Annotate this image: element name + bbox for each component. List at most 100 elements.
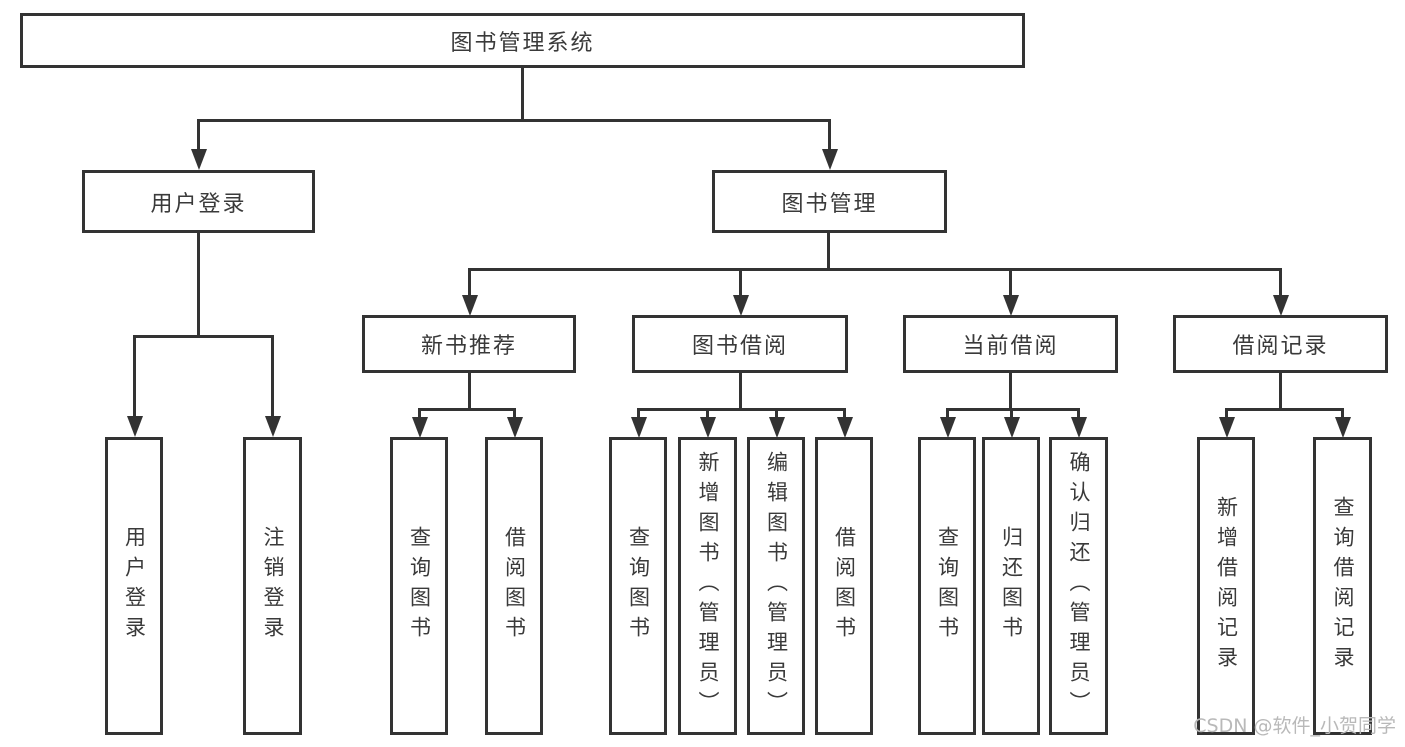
connector-book-borrow-branch (637, 408, 846, 411)
leaf-current-query-label: 查询图书 (935, 526, 960, 646)
connector-borrow-records-branch (1225, 408, 1344, 411)
connector-current-borrow-branch (946, 408, 1080, 411)
arrow-shaft (1077, 408, 1080, 417)
node-current-borrow-label: 当前借阅 (962, 334, 1059, 359)
connector-book-mgmt-trunk (827, 233, 830, 270)
leaf-current-confirm-label: 确认归还（管理员） (1067, 451, 1091, 721)
arrow-shaft (513, 408, 516, 417)
leaf-borrow-borrow: 借阅图书 (815, 437, 873, 735)
connector-root-branch (197, 119, 831, 122)
leaf-borrow-add-label: 新增图书（管理员） (696, 451, 720, 721)
node-user-login: 用户登录 (82, 170, 315, 233)
leaf-records-add-label: 新增借阅记录 (1214, 496, 1239, 676)
node-new-books: 新书推荐 (362, 315, 576, 373)
node-borrow-records: 借阅记录 (1173, 315, 1388, 373)
arrow-shaft (1010, 408, 1013, 417)
node-book-borrow-label: 图书借阅 (691, 334, 788, 359)
arrow-shaft (739, 268, 742, 295)
arrow-head-icon (264, 416, 281, 437)
arrow-head-icon (190, 149, 207, 170)
arrow-to-records-query (1334, 408, 1351, 438)
arrow-to-current-confirm (1070, 408, 1087, 438)
arrow-shaft (1279, 268, 1282, 295)
arrow-to-newbooks-query (411, 408, 428, 438)
connector-book-mgmt-branch (468, 268, 1282, 271)
arrow-to-records-add (1218, 408, 1235, 438)
arrow-shaft (828, 119, 831, 149)
leaf-records-query-label: 查询借阅记录 (1331, 496, 1355, 676)
arrow-to-borrow-edit (768, 408, 785, 438)
node-user-login-label: 用户登录 (150, 191, 247, 217)
arrow-to-borrow-borrow (836, 408, 853, 438)
connector-user-login-trunk (197, 233, 200, 337)
leaf-borrow-borrow-label: 借阅图书 (832, 526, 857, 646)
arrow-shaft (468, 268, 471, 295)
leaf-newbooks-borrow-label: 借阅图书 (502, 526, 527, 646)
arrow-head-icon (126, 416, 143, 437)
leaf-newbooks-query: 查询图书 (390, 437, 448, 735)
arrow-head-icon (1334, 417, 1351, 438)
arrow-to-leaf-user-login (126, 335, 143, 437)
connector-new-books-trunk (468, 373, 471, 410)
arrow-head-icon (630, 417, 647, 438)
leaf-newbooks-borrow: 借阅图书 (485, 437, 543, 735)
arrow-to-borrow-records (1272, 268, 1289, 316)
node-book-borrow: 图书借阅 (632, 315, 848, 373)
node-book-mgmt: 图书管理 (712, 170, 947, 233)
connector-borrow-records-trunk (1279, 373, 1282, 410)
arrow-shaft (1225, 408, 1228, 417)
arrow-shaft (843, 408, 846, 417)
leaf-logout-label: 注销登录 (261, 526, 285, 646)
node-borrow-records-label: 借阅记录 (1232, 334, 1329, 359)
arrow-head-icon (836, 417, 853, 438)
node-root-system: 图书管理系统 (20, 13, 1025, 68)
arrow-head-icon (732, 295, 749, 316)
arrow-shaft (1009, 268, 1012, 295)
leaf-current-confirm: 确认归还（管理员） (1049, 437, 1108, 735)
connector-new-books-branch (418, 408, 516, 411)
leaf-borrow-add: 新增图书（管理员） (678, 437, 737, 735)
arrow-head-icon (939, 417, 956, 438)
leaf-records-query: 查询借阅记录 (1313, 437, 1372, 735)
leaf-current-return: 归还图书 (982, 437, 1040, 735)
connector-user-login-branch (133, 335, 274, 338)
node-book-mgmt-label: 图书管理 (781, 191, 878, 217)
leaf-current-query: 查询图书 (918, 437, 976, 735)
leaf-newbooks-query-label: 查询图书 (407, 526, 432, 646)
leaf-user-login-label: 用户登录 (122, 526, 147, 646)
arrow-to-leaf-logout (264, 335, 281, 437)
arrow-to-current-query (939, 408, 956, 438)
arrow-shaft (133, 335, 136, 416)
arrow-to-book-borrow (732, 268, 749, 316)
leaf-borrow-edit-label: 编辑图书（管理员） (764, 451, 789, 721)
arrow-shaft (418, 408, 421, 417)
arrow-head-icon (411, 417, 428, 438)
arrow-head-icon (1003, 417, 1020, 438)
arrow-to-borrow-query (630, 408, 647, 438)
arrow-head-icon (1002, 295, 1019, 316)
arrow-head-icon (1218, 417, 1235, 438)
leaf-borrow-query-label: 查询图书 (626, 526, 651, 646)
leaf-borrow-query: 查询图书 (609, 437, 667, 735)
node-root-label: 图书管理系统 (450, 30, 595, 56)
arrow-to-current-return (1003, 408, 1020, 438)
arrow-head-icon (506, 417, 523, 438)
arrow-head-icon (461, 295, 478, 316)
arrow-head-icon (821, 149, 838, 170)
arrow-to-book-mgmt (821, 119, 838, 170)
csdn-watermark: CSDN @软件_小贺同学 (1193, 715, 1396, 737)
arrow-shaft (637, 408, 640, 417)
arrow-shaft (946, 408, 949, 417)
leaf-logout: 注销登录 (243, 437, 302, 735)
connector-root-trunk (521, 68, 524, 121)
leaf-current-return-label: 归还图书 (999, 526, 1024, 646)
connector-book-borrow-trunk (739, 373, 742, 410)
arrow-shaft (197, 119, 200, 149)
arrow-shaft (271, 335, 274, 416)
arrow-head-icon (768, 417, 785, 438)
arrow-shaft (1341, 408, 1344, 417)
arrow-to-user-login (190, 119, 207, 170)
arrow-to-borrow-add (699, 408, 716, 438)
arrow-shaft (775, 408, 778, 417)
